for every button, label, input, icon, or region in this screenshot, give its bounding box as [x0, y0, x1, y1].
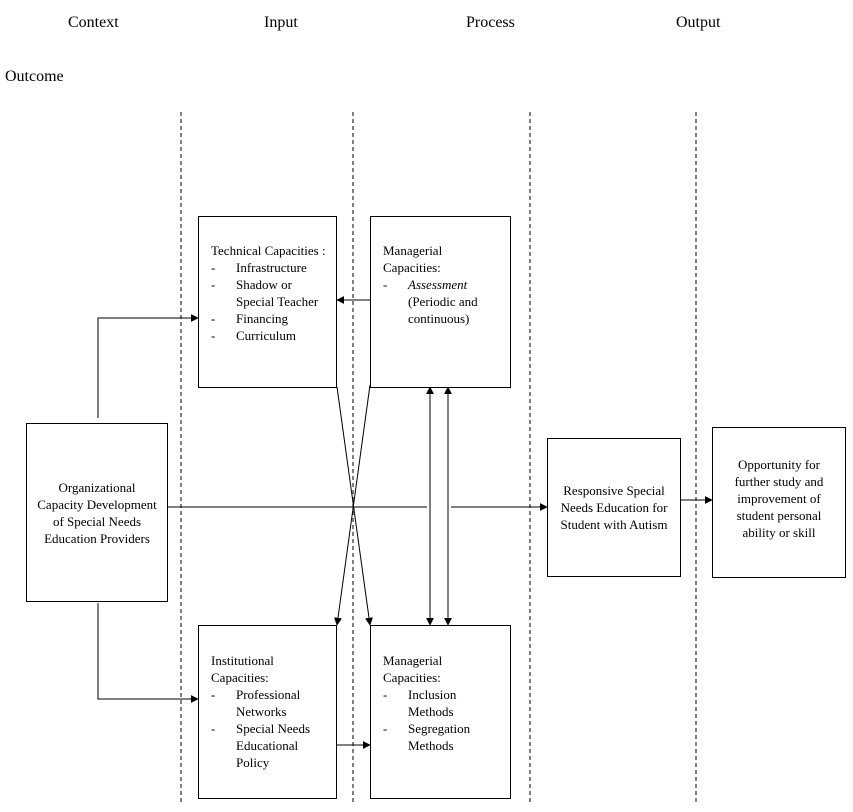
arrow-managerial-top-to-institutional	[334, 384, 371, 626]
technical-capacities-title: Technical Capacities :	[211, 243, 326, 258]
technical-capacities-list: Infrastructure Shadow or Special Teacher…	[211, 259, 326, 344]
list-item: Curriculum	[211, 327, 326, 344]
list-item: Special Needs Educational Policy	[211, 720, 326, 771]
list-item: Professional Networks	[211, 686, 326, 720]
header-outcome: Outcome	[5, 68, 64, 85]
managerial-top-note: (Periodic and continuous)	[408, 294, 478, 326]
header-input: Input	[264, 14, 298, 31]
output-text: Responsive Special Needs Education for S…	[560, 483, 668, 532]
technical-capacities-box: Technical Capacities : Infrastructure Sh…	[198, 216, 337, 388]
header-process: Process	[466, 14, 515, 31]
institutional-capacities-box: Institutional Capacities: Professional N…	[198, 625, 337, 799]
org-capacity-text: Organizational Capacity Development of S…	[37, 479, 157, 546]
output-box: Responsive Special Needs Education for S…	[547, 438, 681, 577]
list-item: Assessment	[383, 276, 500, 293]
arrow-org-to-institutional	[97, 603, 199, 703]
managerial-bottom-list: Inclusion Methods Segregation Methods	[383, 686, 500, 754]
header-output: Output	[676, 14, 721, 31]
managerial-top-list: Assessment	[383, 276, 500, 293]
managerial-top-title: Managerial Capacities:	[383, 243, 443, 275]
managerial-bottom-box: Managerial Capacities: Inclusion Methods…	[370, 625, 511, 799]
institutional-capacities-list: Professional Networks Special Needs Educ…	[211, 686, 326, 771]
org-capacity-box: Organizational Capacity Development of S…	[26, 423, 168, 602]
list-item: Shadow or Special Teacher	[211, 276, 326, 310]
list-item: Infrastructure	[211, 259, 326, 276]
outcome-box: Opportunity for further study and improv…	[712, 427, 846, 578]
list-item: Financing	[211, 310, 326, 327]
managerial-top-box: Managerial Capacities: Assessment (Perio…	[370, 216, 511, 388]
outcome-text: Opportunity for further study and improv…	[734, 457, 824, 540]
arrow-org-to-technical	[97, 314, 199, 418]
institutional-capacities-title: Institutional Capacities:	[211, 653, 274, 685]
managerial-bottom-title: Managerial Capacities:	[383, 653, 443, 685]
header-context: Context	[68, 14, 119, 31]
list-item: Segregation Methods	[383, 720, 500, 754]
list-item: Inclusion Methods	[383, 686, 500, 720]
